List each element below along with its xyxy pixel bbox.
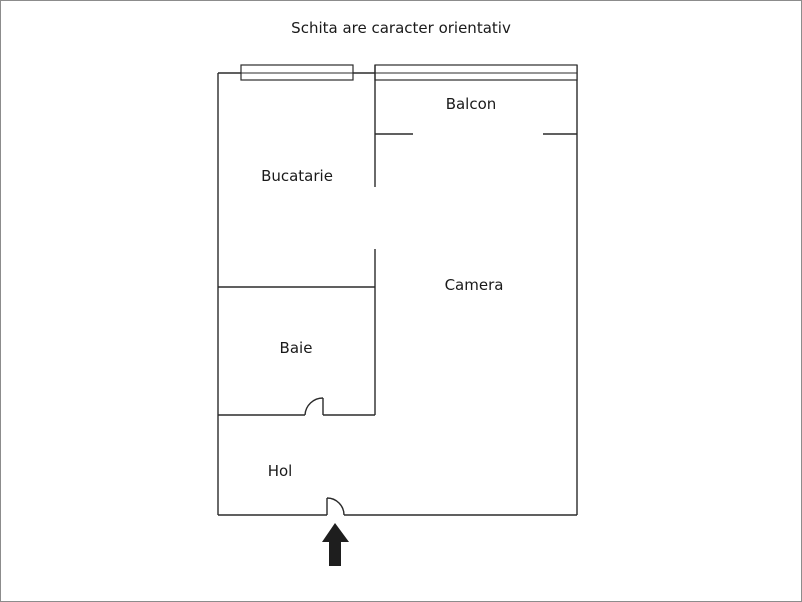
room-label-balcon: Balcon [445,95,497,113]
room-label-hol: Hol [267,462,293,480]
room-label-bucatarie: Bucatarie [261,167,333,185]
outer-walls [217,65,578,516]
room-label-camera: Camera [444,276,504,294]
entrance-door [326,497,345,516]
interior-walls [218,65,577,416]
kitchen-window [240,64,354,81]
room-label-baie: Baie [279,339,313,357]
balcony-window [374,64,578,81]
entrance-arrow-icon [322,523,349,566]
bathroom-door [304,397,324,416]
disclaimer-title: Schita are caracter orientativ [291,19,511,37]
